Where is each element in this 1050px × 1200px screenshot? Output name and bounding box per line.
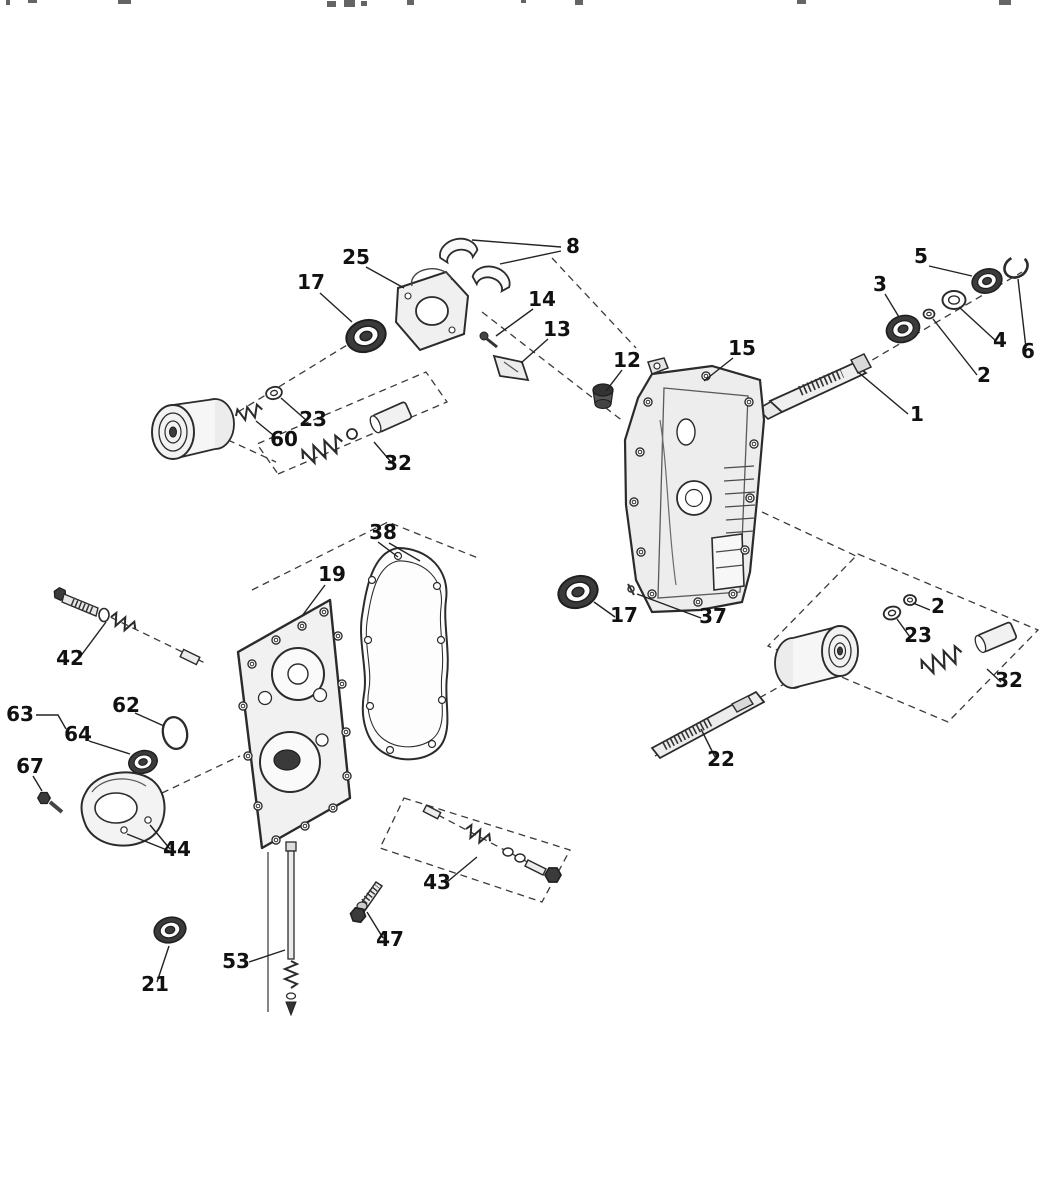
callout-53: 53 — [222, 949, 250, 973]
callout-67: 67 — [16, 754, 44, 778]
callout-63: 63 — [6, 702, 34, 726]
callout-22: 22 — [707, 747, 735, 771]
spring-plug-assembly-32-left — [298, 401, 412, 468]
callout-1: 1 — [910, 402, 924, 426]
gasket-part-38 — [360, 547, 449, 761]
pump-shaft-part-22 — [650, 690, 766, 760]
retainer-plate-part-25 — [394, 267, 470, 352]
screw-part-14 — [479, 331, 498, 349]
callout-12: 12 — [613, 348, 641, 372]
center-line — [437, 814, 536, 867]
group-box-32-right — [766, 553, 1040, 723]
transmission-housing-part-15 — [623, 357, 766, 614]
callout-17-top: 17 — [297, 270, 325, 294]
callout-19: 19 — [318, 562, 346, 586]
callout-3: 3 — [873, 272, 887, 296]
roller-left — [151, 398, 235, 460]
center-line — [861, 271, 1023, 367]
callout-23-left: 23 — [299, 407, 327, 431]
callout-60: 60 — [270, 427, 298, 451]
ring-part-2-right — [903, 594, 917, 606]
callout-5: 5 — [914, 244, 928, 268]
callout-47: 47 — [376, 927, 404, 951]
washer-part-4 — [941, 290, 967, 310]
center-line — [551, 257, 637, 349]
callout-8: 8 — [566, 234, 580, 258]
plug-part-12 — [592, 383, 614, 410]
callout-14: 14 — [528, 287, 556, 311]
center-line — [161, 755, 241, 794]
callout-37: 37 — [699, 604, 727, 628]
stud-part-37 — [627, 583, 635, 596]
callout-44: 44 — [163, 837, 191, 861]
callout-38: 38 — [369, 520, 397, 544]
callout-32-right: 32 — [995, 668, 1023, 692]
cropped-text-artifacts — [6, 0, 1011, 7]
o-ring-part-62 — [161, 716, 189, 750]
callouts: 8 25 17 14 13 5 3 4 6 2 15 12 1 23 60 32… — [6, 234, 1035, 996]
bolt-spring-assembly-42 — [51, 585, 201, 666]
cooling-ribs — [715, 465, 756, 569]
callout-64: 64 — [64, 722, 92, 746]
washer-part-23-right — [881, 603, 903, 623]
group-box-32-left — [256, 371, 448, 475]
callout-32-left: 32 — [384, 451, 412, 475]
group-bracket-63 — [36, 714, 67, 730]
control-rod-part-53 — [267, 841, 298, 1017]
callout-25: 25 — [342, 245, 370, 269]
spring-part-60 — [233, 402, 265, 423]
valve-assembly-43 — [422, 804, 562, 883]
bearing-part-5 — [968, 264, 1006, 298]
center-line — [251, 521, 479, 591]
bearing-part-17-bottom — [553, 569, 603, 615]
callout-42: 42 — [56, 646, 84, 670]
callout-13: 13 — [543, 317, 571, 341]
callout-17-bottom: 17 — [610, 603, 638, 627]
callout-15: 15 — [728, 336, 756, 360]
center-line — [761, 511, 857, 557]
callout-2-right: 2 — [931, 594, 945, 618]
center-line — [237, 341, 353, 413]
leader-lines — [32, 239, 1027, 983]
bracket-part-13 — [492, 354, 530, 382]
callout-6: 6 — [1021, 339, 1035, 363]
cover-plate-part-19 — [236, 598, 352, 850]
group-box-43 — [379, 797, 571, 903]
bolt-part-47 — [348, 880, 384, 924]
callout-62: 62 — [112, 693, 140, 717]
callout-23-right: 23 — [904, 623, 932, 647]
bearing-part-17-top — [341, 313, 391, 359]
bearing-part-3 — [882, 310, 924, 348]
flange-part-44 — [80, 771, 166, 847]
roller-right — [774, 625, 859, 689]
callout-4: 4 — [993, 328, 1007, 352]
bolt-part-67 — [37, 791, 64, 814]
callout-43: 43 — [423, 870, 451, 894]
washer-part-2-upper — [922, 308, 936, 320]
callout-21: 21 — [141, 972, 169, 996]
callout-2-upper: 2 — [977, 363, 991, 387]
input-shaft-part-1 — [756, 353, 873, 420]
spring-plug-assembly-32-right — [917, 621, 1018, 678]
snap-ring-part-6 — [1003, 255, 1029, 279]
washer-part-23-left — [263, 384, 285, 402]
check-ball — [346, 428, 358, 440]
seal-part-21 — [150, 912, 190, 948]
center-line — [227, 439, 277, 463]
